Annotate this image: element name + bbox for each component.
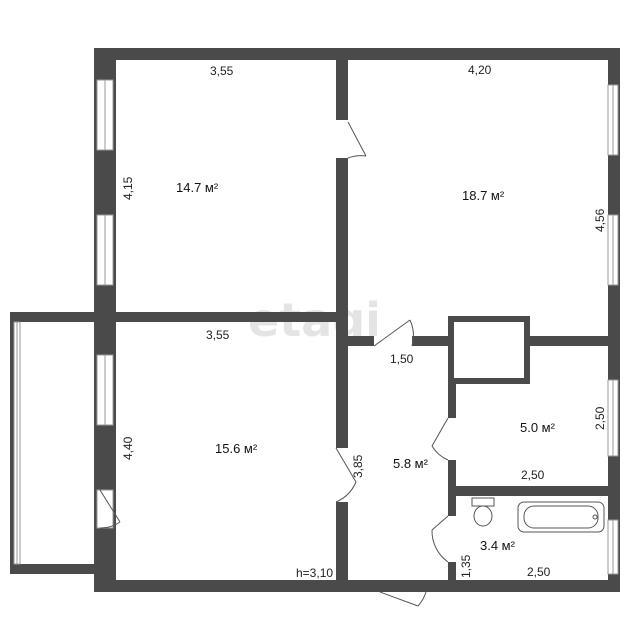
windows [96, 79, 619, 575]
dim-room-top-right-height: 4,56 [593, 208, 607, 232]
dim-hallway-height: 3,85 [351, 454, 365, 478]
area-kitchen: 5.0 м² [520, 420, 556, 435]
outer-walls [94, 48, 620, 592]
dim-bathroom-height: 1,35 [459, 554, 473, 578]
area-bathroom: 3.4 м² [480, 538, 516, 553]
toilet-tank [471, 497, 495, 507]
bathroom-fixtures [471, 497, 605, 533]
ceiling-height: h=3,10 [296, 566, 333, 580]
dim-kitchen-height: 2,50 [593, 406, 607, 430]
area-room-top-left: 14.7 м² [176, 180, 219, 195]
dim-room-bottom-left-width: 3,55 [206, 328, 230, 342]
dim-hallway-width: 1,50 [390, 352, 414, 366]
interior-walls [94, 48, 620, 592]
balcony [10, 312, 100, 574]
dim-room-bottom-left-height: 4,40 [121, 436, 135, 460]
dim-room-top-left-height: 4,15 [121, 176, 135, 200]
doors [99, 121, 449, 607]
dim-bathroom-width: 2,50 [527, 565, 551, 579]
dim-kitchen-width: 2,50 [521, 468, 545, 482]
dim-room-top-right-width: 4,20 [468, 63, 492, 77]
area-hallway: 5.8 м² [393, 456, 429, 471]
labels: 3,55 4,15 14.7 м² 4,20 4,56 18.7 м² 3,55… [121, 63, 607, 580]
area-room-top-right: 18.7 м² [462, 188, 505, 203]
dim-room-top-left-width: 3,55 [210, 64, 234, 78]
toilet [473, 505, 493, 527]
area-room-bottom-left: 15.6 м² [215, 441, 258, 456]
